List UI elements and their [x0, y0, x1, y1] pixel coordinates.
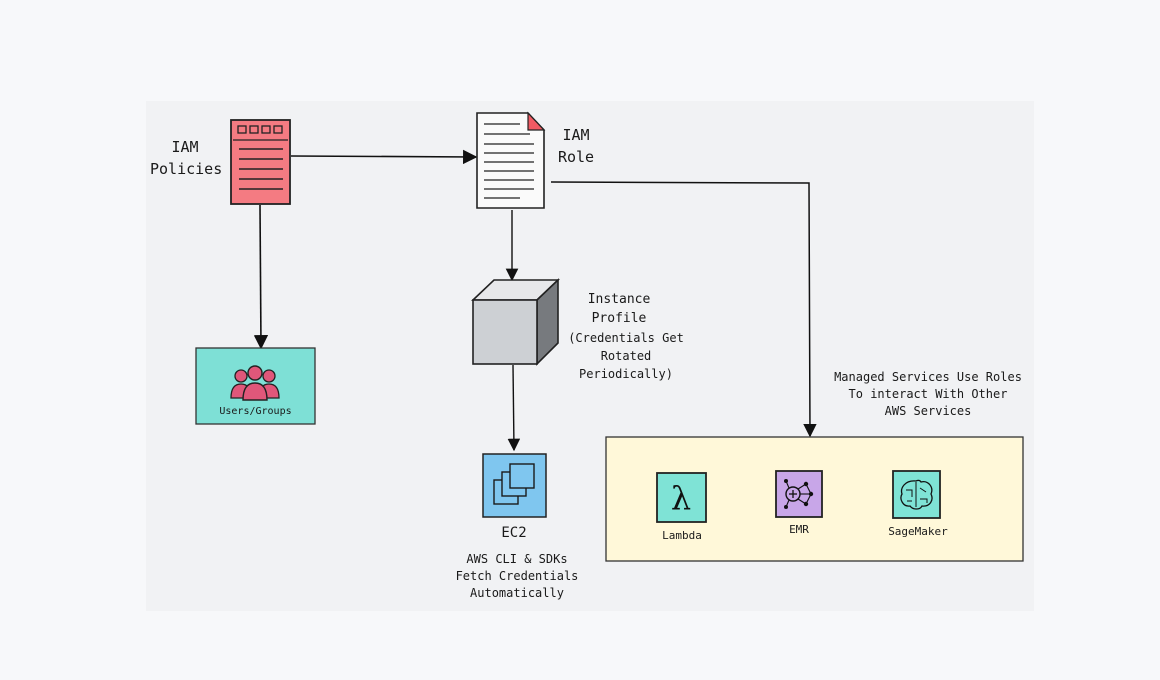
iam-role-label: IAM Role: [557, 126, 595, 166]
ec2-label: EC2: [501, 525, 527, 541]
sagemaker-label: SageMaker: [888, 525, 948, 538]
lambda-label: Lambda: [662, 529, 702, 542]
managed-services-note: Managed Services Use Roles To interact W…: [834, 370, 1022, 418]
arrow-policies-to-users: [253, 204, 269, 350]
ec2-icon: [482, 453, 547, 518]
arrow-policies-to-role: [290, 149, 478, 165]
emr-label: EMR: [789, 523, 809, 536]
lambda-icon: λ: [656, 472, 707, 523]
ec2-note: AWS CLI & SDKs Fetch Credentials Automat…: [455, 552, 579, 600]
arrow-profile-to-ec2: [507, 364, 521, 452]
instance-profile-icon: [471, 278, 560, 366]
emr-icon: [775, 470, 823, 518]
sagemaker-icon: [892, 470, 941, 519]
svg-text:λ: λ: [671, 479, 691, 517]
users-groups-label: Users/Groups: [219, 406, 292, 417]
iam-policies-label: IAM Policies: [150, 138, 223, 178]
iam-policies-icon: [230, 119, 291, 205]
users-groups-box: [195, 347, 316, 425]
instance-profile-note: (Credentials Get Rotated Periodically): [568, 331, 684, 381]
users-icon: [230, 365, 280, 401]
arrow-role-to-services: [550, 181, 817, 438]
iam-role-icon: [476, 111, 546, 209]
instance-profile-label: Instance Profile: [587, 292, 651, 326]
